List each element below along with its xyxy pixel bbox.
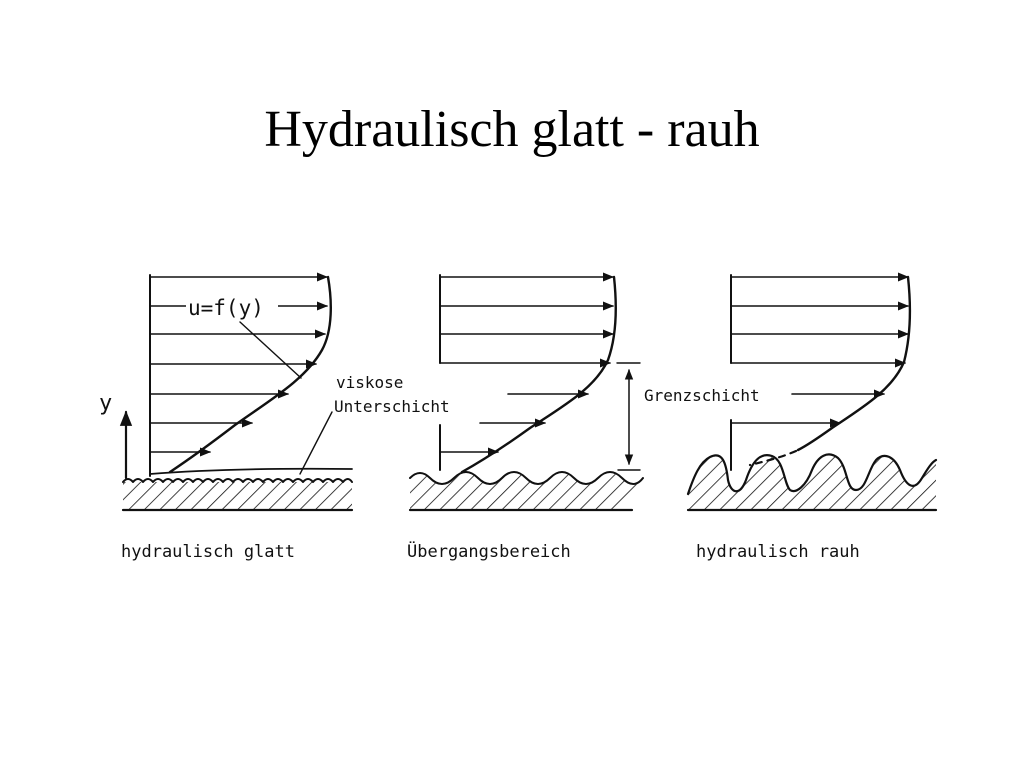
formula-leader (239, 321, 302, 379)
viscous-sublayer-line (149, 467, 353, 475)
viscous-label-line2: Unterschicht (334, 397, 450, 416)
viscous-label-line1: viskose (336, 373, 403, 392)
transition-velocity-arrows (439, 272, 615, 457)
rough-velocity-profile (796, 275, 912, 452)
caption-rough: hydraulisch rauh (696, 542, 860, 562)
viscous-label-leader (299, 411, 333, 475)
smooth-velocity-profile (168, 275, 332, 474)
panel-rough: hydraulisch rauh (686, 272, 938, 562)
slide-title: Hydraulisch glatt - rauh (264, 101, 760, 158)
smooth-wall (121, 478, 354, 512)
transition-wall (408, 471, 644, 512)
rough-profile-dashed (748, 449, 798, 467)
caption-smooth: hydraulisch glatt (121, 542, 295, 562)
panel-transition: Grenzschicht Übergangsbereich (407, 272, 760, 562)
y-axis-label: y (99, 391, 112, 416)
panel-smooth: y u=f(y) viskose Unterschicht hydraulisc… (99, 272, 450, 562)
rough-wall (686, 453, 938, 512)
rough-velocity-arrows (730, 272, 910, 428)
caption-transition: Übergangsbereich (407, 540, 571, 562)
formula-text: u=f(y) (188, 296, 264, 320)
boundary-layer-label: Grenzschicht (644, 386, 760, 405)
transition-velocity-profile (460, 275, 617, 474)
